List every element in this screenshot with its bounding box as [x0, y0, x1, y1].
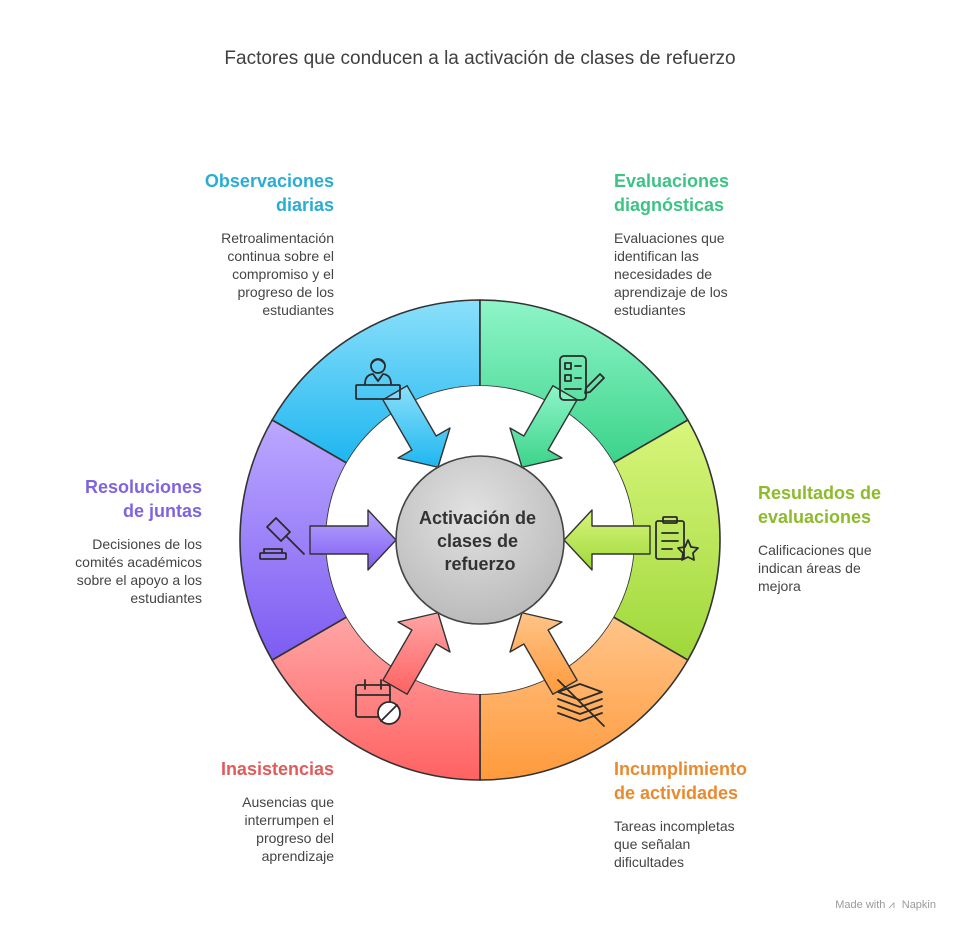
- ring-segment-resoluciones: [239, 418, 348, 662]
- arrow-resultados: [563, 509, 651, 571]
- factor-description: Decisiones de los comités académicos sob…: [75, 536, 202, 606]
- gavel-icon: [259, 517, 305, 560]
- center-label: Activación de clases de refuerzo: [419, 508, 541, 574]
- factor-heading: Resoluciones de juntas: [84, 477, 202, 521]
- factor-heading: Resultados de evaluaciones: [758, 483, 882, 527]
- checklist-pencil-icon: [559, 355, 605, 401]
- factor-description: Retroalimentación continua sobre el comp…: [221, 230, 334, 318]
- made-with-napkin-badge[interactable]: Made with ⩘ Napkin: [835, 899, 936, 912]
- factor-description: Evaluaciones que identifican las necesid…: [614, 230, 728, 318]
- napkin-logo-icon: ⩘: [888, 899, 895, 911]
- factor-description: Tareas incompletas que señalan dificulta…: [614, 818, 735, 870]
- center-circle: [395, 455, 565, 625]
- page-title: Factores que conducen a la activación de…: [224, 48, 736, 69]
- crossed-stack-icon: [557, 679, 605, 727]
- calendar-cancel-icon: [355, 679, 401, 725]
- factor-label-evaluaciones-diagnosticas: Evaluaciones diagnósticas Evaluaciones q…: [614, 169, 834, 319]
- arrow-evaluaciones-diagnosticas: [509, 385, 578, 468]
- arrow-resoluciones: [309, 509, 397, 571]
- center-label-line: Activación de: [419, 508, 536, 528]
- factor-label-resoluciones: Resoluciones de juntas Decisiones de los…: [0, 475, 202, 607]
- factor-label-resultados: Resultados de evaluaciones Calificacione…: [758, 481, 948, 595]
- factor-description: Calificaciones que indican áreas de mejo…: [758, 542, 872, 594]
- teacher-icon: [355, 358, 401, 400]
- arrow-inasistencias: [382, 612, 451, 695]
- factor-heading: Observaciones diarias: [204, 171, 334, 215]
- arrow-observaciones: [382, 385, 451, 468]
- factor-description: Ausencias que interrumpen el progreso de…: [242, 794, 334, 864]
- factor-label-observaciones: Observaciones diarias Retroalimentación …: [114, 169, 334, 319]
- factor-label-inasistencias: Inasistencias Ausencias que interrumpen …: [114, 757, 334, 865]
- factor-heading: Incumplimiento de actividades: [614, 759, 748, 803]
- factor-label-incumplimiento: Incumplimiento de actividades Tareas inc…: [614, 757, 834, 871]
- center-label-line: clases de: [437, 531, 518, 551]
- center-label-line: refuerzo: [444, 554, 515, 574]
- factor-heading: Evaluaciones diagnósticas: [614, 171, 730, 215]
- factor-heading: Inasistencias: [220, 759, 334, 779]
- clipboard-star-icon: [655, 516, 699, 561]
- made-with-label: Made with: [835, 899, 886, 911]
- brand-name: Napkin: [901, 899, 936, 911]
